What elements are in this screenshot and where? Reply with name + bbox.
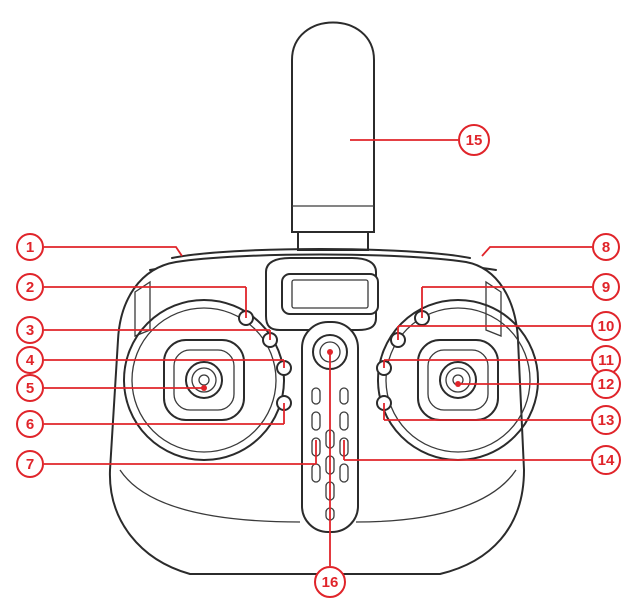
- callout-13-text: 13: [598, 412, 615, 429]
- callout-2-text: 2: [26, 279, 34, 296]
- callout-10: 10: [591, 311, 621, 341]
- leader-lines: [44, 139, 592, 566]
- callout-9: 9: [592, 273, 620, 301]
- display-screen: [281, 273, 379, 315]
- callout-4: 4: [16, 346, 44, 374]
- callout-9-text: 9: [602, 279, 610, 296]
- leader-dots: [201, 349, 461, 391]
- callout-10-text: 10: [598, 318, 615, 335]
- callout-7: 7: [16, 450, 44, 478]
- left-joystick: [123, 299, 285, 461]
- callout-14: 14: [591, 445, 621, 475]
- callout-12: 12: [591, 369, 621, 399]
- callout-7-text: 7: [26, 456, 34, 473]
- callout-15-text: 15: [466, 132, 483, 149]
- callout-3: 3: [16, 316, 44, 344]
- callout-2: 2: [16, 273, 44, 301]
- callout-5-text: 5: [26, 380, 34, 397]
- callout-8-text: 8: [602, 239, 610, 256]
- callout-13: 13: [591, 405, 621, 435]
- callout-6-text: 6: [26, 416, 34, 433]
- callout-1: 1: [16, 233, 44, 261]
- callout-4-text: 4: [26, 352, 35, 369]
- callout-8: 8: [592, 233, 620, 261]
- callout-14-text: 14: [598, 452, 615, 469]
- callout-6: 6: [16, 410, 44, 438]
- callout-1-text: 1: [26, 239, 34, 256]
- callout-11-text: 11: [598, 352, 614, 369]
- callout-16-text: 16: [322, 574, 339, 591]
- callout-16: 16: [314, 566, 346, 598]
- callout-15: 15: [458, 124, 490, 156]
- antenna: [291, 21, 375, 251]
- right-joystick: [377, 299, 539, 461]
- left-buttons: [238, 310, 292, 411]
- callout-5: 5: [16, 374, 44, 402]
- callout-3-text: 3: [26, 322, 34, 339]
- callout-12-text: 12: [598, 376, 615, 393]
